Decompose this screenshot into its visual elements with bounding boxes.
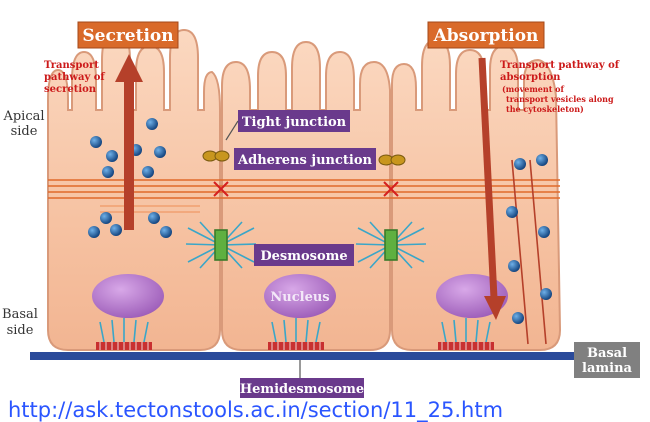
vesicle	[506, 206, 518, 218]
secretion-header-box	[77, 21, 179, 49]
vesicle	[146, 118, 158, 130]
hemidesmosome-box	[240, 378, 364, 398]
basal-lamina-line	[30, 352, 578, 360]
vesicle	[90, 136, 102, 148]
tight-junction-label: Tight junction	[242, 115, 347, 130]
nucleus-middle	[264, 274, 336, 318]
vesicle	[540, 288, 552, 300]
vesicle	[154, 146, 166, 158]
vesicles-right	[506, 154, 552, 324]
adherens-junction-label: Adherens junction	[237, 153, 372, 168]
absorption-arrow	[478, 57, 506, 320]
secretion-path-text-1: Transport	[44, 60, 99, 71]
vesicle	[102, 166, 114, 178]
basal-side-label-2: side	[7, 323, 34, 338]
desmosome-label: Desmosome	[260, 249, 347, 264]
absorption-path-text-3: (movement of	[502, 84, 565, 94]
vesicle	[514, 158, 526, 170]
epithelium-diagram: Nucleus	[2, 21, 640, 398]
basal-lamina-box	[574, 342, 640, 378]
hemidesmosome-label: Hemidesmosome	[240, 382, 364, 397]
secretion-header: Secretion	[82, 26, 173, 46]
desmosome-right	[355, 221, 427, 269]
nucleus-label: Nucleus	[270, 290, 329, 305]
tight-junction-leader	[225, 120, 239, 141]
vesicle	[100, 212, 112, 224]
apical-side-label-1: Apical	[2, 109, 44, 124]
adherens-beads	[202, 150, 406, 166]
hemidesmosome-left	[96, 318, 152, 350]
vesicle	[148, 212, 160, 224]
absorption-path-text-5: the cytoskeleton)	[506, 104, 584, 114]
absorption-path-text-1: Transport pathway of	[500, 60, 620, 71]
vesicles-left	[88, 118, 172, 238]
vesicle	[106, 150, 118, 162]
vesicle	[512, 312, 524, 324]
secretion-path-text-2: pathway of	[44, 72, 105, 83]
hemidesmosome-right	[438, 318, 494, 350]
absorption-path-text-4: transport vesicles along	[506, 94, 614, 104]
tight-junction-box	[238, 110, 350, 132]
basal-side-label-1: Basal	[2, 307, 38, 322]
vesicle	[160, 226, 172, 238]
hemidesmosome-middle	[268, 318, 324, 350]
absorption-header-box	[427, 21, 545, 49]
basal-lamina-label-1: Basal	[587, 346, 627, 361]
vesicle	[88, 226, 100, 238]
secretion-path-text-3: secretion	[44, 84, 97, 95]
tight-junction-marks	[213, 181, 399, 197]
absorption-path-text-2: absorption	[500, 72, 561, 83]
vesicle	[508, 260, 520, 272]
absorption-header: Absorption	[433, 26, 539, 46]
apical-side-label-2: side	[11, 124, 38, 139]
vesicle	[536, 154, 548, 166]
nucleus-left	[92, 274, 164, 318]
desmosome-box	[254, 244, 354, 266]
adherens-junction-box	[234, 148, 376, 170]
vesicle	[538, 226, 550, 238]
desmosome-left	[185, 221, 257, 269]
basal-lamina-label-2: lamina	[582, 361, 633, 376]
source-url-link[interactable]: http://ask.tectonstools.ac.in/section/11…	[8, 398, 504, 422]
vesicle	[110, 224, 122, 236]
secretion-arrow	[115, 54, 143, 230]
vesicle	[142, 166, 154, 178]
cytoskeleton	[511, 159, 547, 345]
